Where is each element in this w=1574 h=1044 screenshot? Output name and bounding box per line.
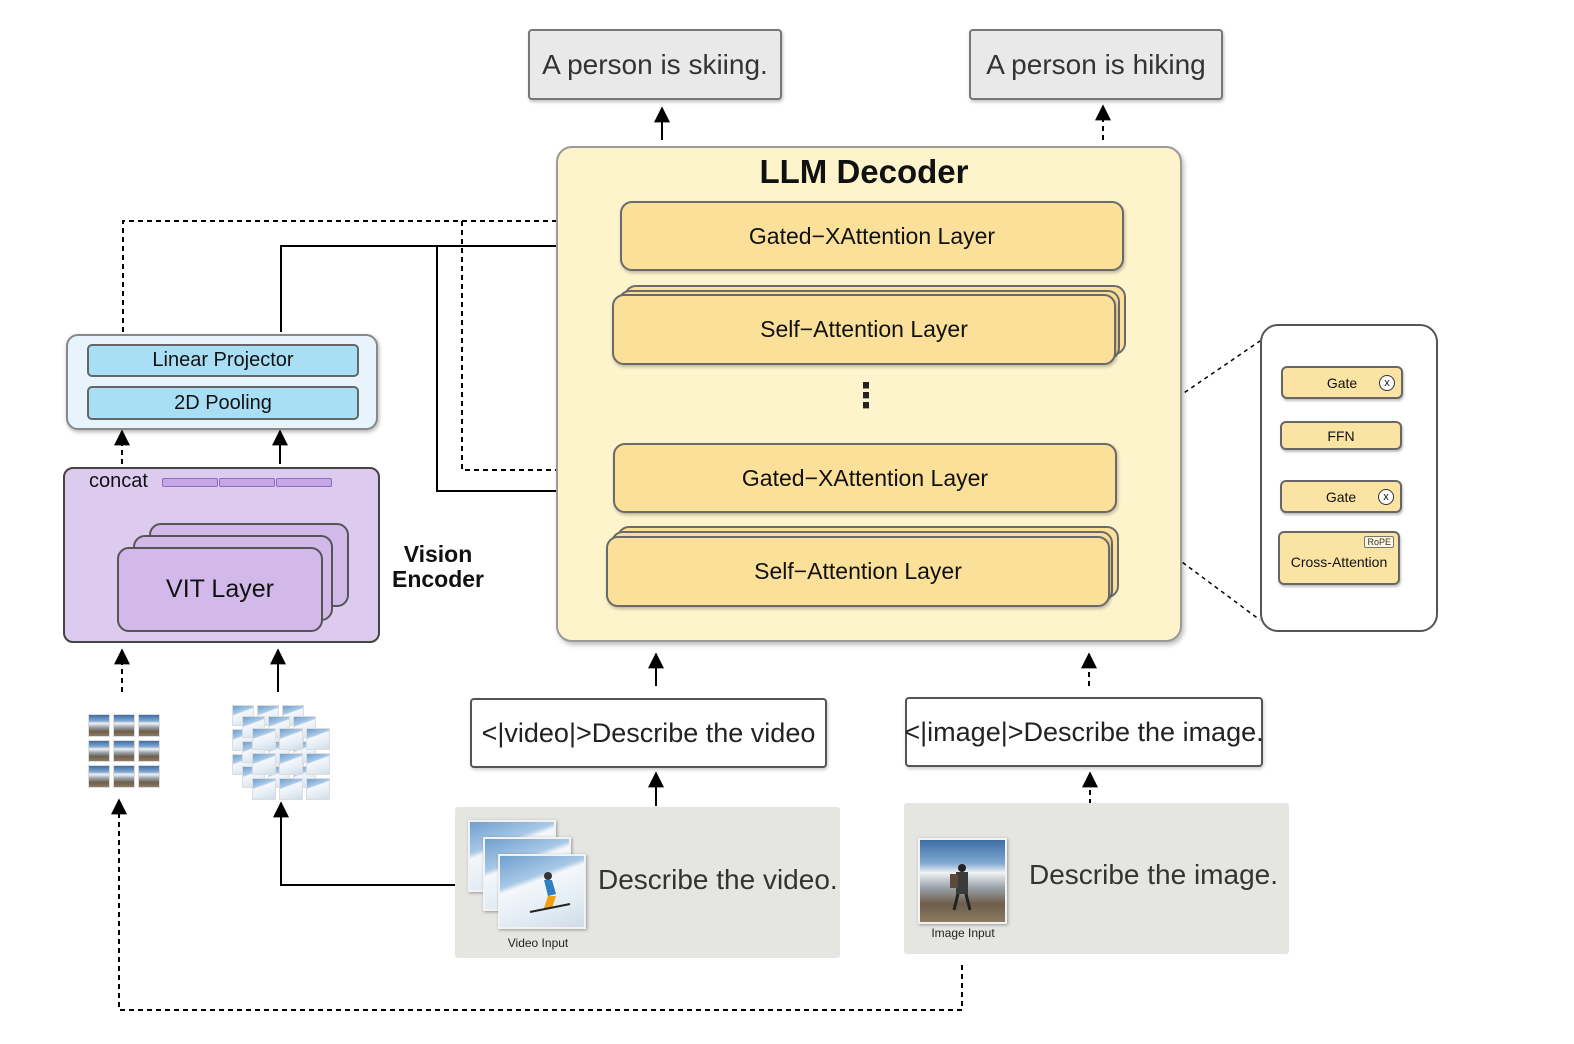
detail-ffn: FFN [1280, 421, 1402, 450]
video-input-text: Describe the video. [598, 864, 838, 895]
multiply-icon: x [1379, 375, 1395, 391]
gated-xattention-layer-2-label: Gated−XAttention Layer [741, 464, 989, 491]
arrow-projector-to-gated-1 [280, 238, 622, 332]
linear-projector-label: Linear Projector [152, 349, 294, 371]
rope-badge: RoPE [1364, 536, 1394, 548]
llm-decoder-title: LLM Decoder [759, 153, 969, 190]
image-patch [88, 765, 110, 788]
arrow-projector-to-gated-2 [436, 246, 616, 499]
gated-xattention-layer-1-label: Gated−XAttention Layer [748, 222, 996, 249]
hiker-icon [950, 864, 972, 911]
self-attention-layer-1-label: Self−Attention Layer [760, 316, 968, 342]
arrow-image-to-patches [111, 798, 963, 1011]
image-input-text: Describe the image. [1029, 859, 1279, 890]
detail-gate-top: Gate x [1281, 366, 1403, 399]
image-input-caption: Image Input [931, 926, 995, 940]
video-answer-text: A person is skiing. [542, 48, 768, 80]
linear-projector: Linear Projector [87, 344, 359, 377]
image-answer-text: A person is hiking [986, 48, 1206, 80]
detail-ffn-label: FFN [1327, 427, 1355, 444]
image-patch [113, 714, 135, 737]
image-patch [88, 739, 110, 763]
concat-token-2 [219, 478, 275, 487]
image-patch [138, 739, 160, 763]
zoom-line-bottom [1111, 509, 1261, 621]
video-frame-3 [498, 854, 586, 929]
detail-gate-bottom: Gate x [1280, 480, 1402, 513]
pooling-2d-label: 2D Pooling [174, 391, 272, 414]
self-attention-layer-2-label: Self−Attention Layer [754, 558, 962, 584]
concat-label: concat [89, 470, 148, 492]
self-attention-layer-1: Self−Attention Layer [612, 294, 1116, 365]
arrow-video-to-frames [273, 801, 455, 886]
image-patch [138, 714, 160, 737]
pooling-2d: 2D Pooling [87, 386, 359, 420]
skier-icon [529, 872, 571, 913]
image-patches-grid [88, 714, 160, 788]
detail-gate-bottom-label: Gate [1325, 488, 1357, 505]
arrow-projector-dashed-to-gated-1 [122, 213, 623, 332]
image-patch [138, 765, 160, 788]
image-prompt-text: <|image|>Describe the image. [904, 716, 1264, 747]
concat-token-1 [162, 478, 218, 487]
ellipsis-dots: ⋮ [849, 377, 883, 415]
video-patches-front [252, 728, 330, 800]
image-answer-box: A person is hiking [969, 29, 1223, 100]
vit-layer: VIT Layer [117, 547, 323, 632]
video-input-caption: Video Input [507, 936, 569, 950]
image-patch [88, 714, 110, 737]
concat-token-3 [276, 478, 332, 487]
multiply-icon: x [1378, 489, 1394, 505]
gated-xattention-layer-2: Gated−XAttention Layer [613, 443, 1117, 513]
vision-encoder-label-line2: Encoder [391, 566, 485, 592]
image-input-thumbnail [918, 838, 1007, 924]
gated-xattention-layer-1: Gated−XAttention Layer [620, 201, 1124, 271]
self-attention-layer-2: Self−Attention Layer [606, 536, 1110, 607]
vit-layer-label: VIT Layer [166, 575, 274, 603]
image-prompt-box: <|image|>Describe the image. [904, 697, 1264, 767]
video-prompt-text: <|video|>Describe the video [481, 717, 816, 748]
detail-cross-attention-label: Cross-Attention [1290, 554, 1388, 570]
video-answer-box: A person is skiing. [528, 29, 782, 100]
image-patch [113, 765, 135, 788]
vision-encoder-label-line1: Vision [403, 541, 473, 567]
detail-cross-attention: Cross-Attention RoPE [1278, 531, 1400, 585]
image-patch [113, 739, 135, 763]
vision-encoder-label: Vision Encoder [386, 542, 490, 594]
zoom-line-top [1111, 340, 1261, 443]
detail-gate-top-label: Gate [1326, 374, 1358, 391]
video-prompt-box: <|video|>Describe the video [470, 698, 827, 768]
